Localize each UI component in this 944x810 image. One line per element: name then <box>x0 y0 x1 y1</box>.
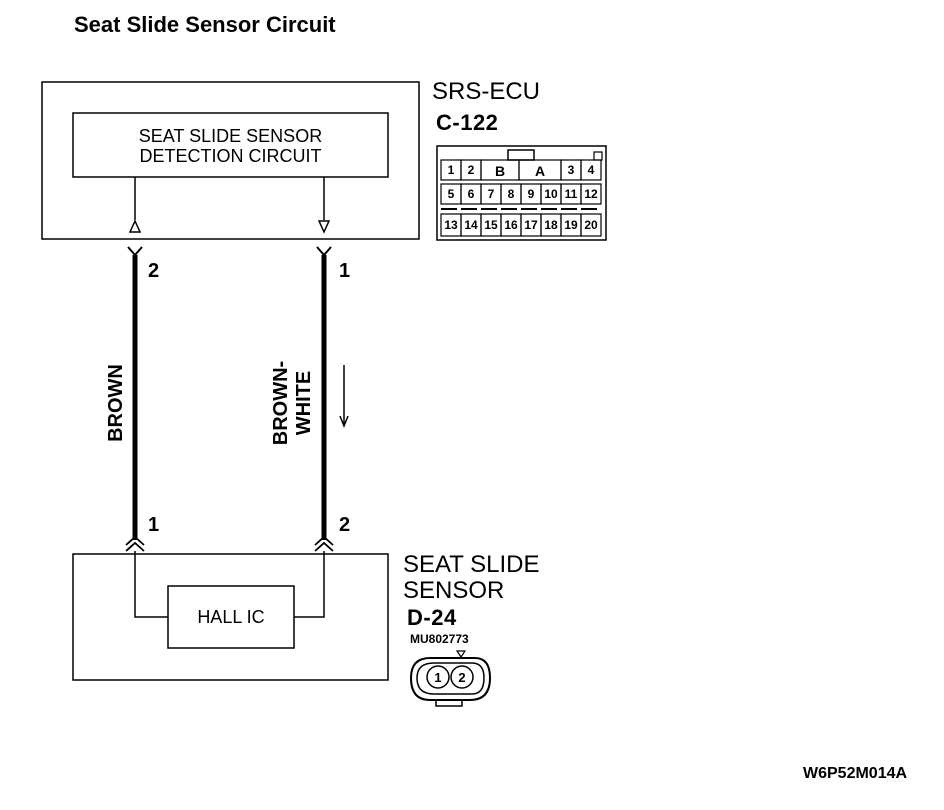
wire-left-ecu-pin: 2 <box>148 260 160 282</box>
ecu-pin-label: A <box>534 163 546 179</box>
ecu-pin-label: B <box>494 163 506 179</box>
sensor-internal-lead-right <box>294 551 325 618</box>
ecu-pin-label: 1 <box>447 163 455 177</box>
ecu-pin-label: 17 <box>524 218 538 232</box>
ecu-pin-label: 18 <box>544 218 558 232</box>
wire-right-sensor-pin: 2 <box>339 514 351 536</box>
diagram-title: Seat Slide Sensor Circuit <box>74 12 336 37</box>
ecu-terminal-triangle-left <box>128 219 142 233</box>
ecu-connector-fork-right <box>316 246 332 257</box>
ecu-box <box>41 81 420 240</box>
ecu-pin-label: 6 <box>467 187 475 201</box>
ecu-pin-label: 16 <box>504 218 518 232</box>
wire-right-color-label-line2: WHITE <box>293 370 315 436</box>
sensor-connector-chevron-left-b <box>125 541 145 552</box>
ecu-connector-fork-left <box>127 246 143 257</box>
ecu-pin-label: 15 <box>484 218 498 232</box>
wire-right-ecu-pin: 1 <box>339 260 351 282</box>
wire-left-sensor-pin: 1 <box>148 514 160 536</box>
sensor-internal-lead-left <box>134 551 168 618</box>
sensor-pin-label: 2 <box>458 670 466 685</box>
ecu-pin-label: 9 <box>527 187 535 201</box>
ecu-pin-label: 7 <box>487 187 495 201</box>
ecu-pin-label: 19 <box>564 218 578 232</box>
sensor-connector-chevron-right-a <box>314 535 334 546</box>
ecu-pin-label: 20 <box>584 218 598 232</box>
ecu-name: SRS-ECU <box>432 78 541 105</box>
ecu-pin-label: 10 <box>544 187 558 201</box>
signal-direction-arrowhead <box>339 415 349 429</box>
hall-ic-label: HALL IC <box>197 607 265 627</box>
ecu-pin-label: 14 <box>464 218 478 232</box>
detection-circuit-label-2: DETECTION CIRCUIT <box>139 146 322 166</box>
ecu-pin-label: 4 <box>587 163 595 177</box>
sensor-box <box>72 553 389 681</box>
ecu-pin-label: 5 <box>447 187 455 201</box>
sensor-pin-label: 1 <box>434 670 442 685</box>
sensor-connector-chevron-left-a <box>125 535 145 546</box>
detection-circuit-label-1: SEAT SLIDE SENSOR <box>138 126 323 146</box>
sensor-connector-chevron-right-b <box>314 541 334 552</box>
sensor-name-line2: SENSOR <box>403 577 505 604</box>
ecu-connector-id: C-122 <box>436 110 499 135</box>
ecu-pin-label: 13 <box>444 218 458 232</box>
sensor-part-number: MU802773 <box>410 632 469 646</box>
sensor-connector-face <box>409 650 492 707</box>
figure-code: W6P52M014A <box>803 765 908 782</box>
ecu-terminal-triangle-right <box>317 220 331 234</box>
ecu-pin-label: 8 <box>507 187 515 201</box>
ecu-pin-label: 11 <box>564 187 578 201</box>
ecu-pin-label: 2 <box>467 163 475 177</box>
sensor-name-line1: SEAT SLIDE <box>403 551 540 578</box>
wire-right-color-label-line1: BROWN- <box>270 360 292 446</box>
wire-left-color-label: BROWN <box>105 364 127 442</box>
ecu-pin-label: 3 <box>567 163 575 177</box>
ecu-pin-label: 12 <box>584 187 598 201</box>
ecu-connector-face <box>436 145 607 241</box>
sensor-connector-id: D-24 <box>407 605 457 630</box>
detection-circuit-box <box>72 112 389 178</box>
